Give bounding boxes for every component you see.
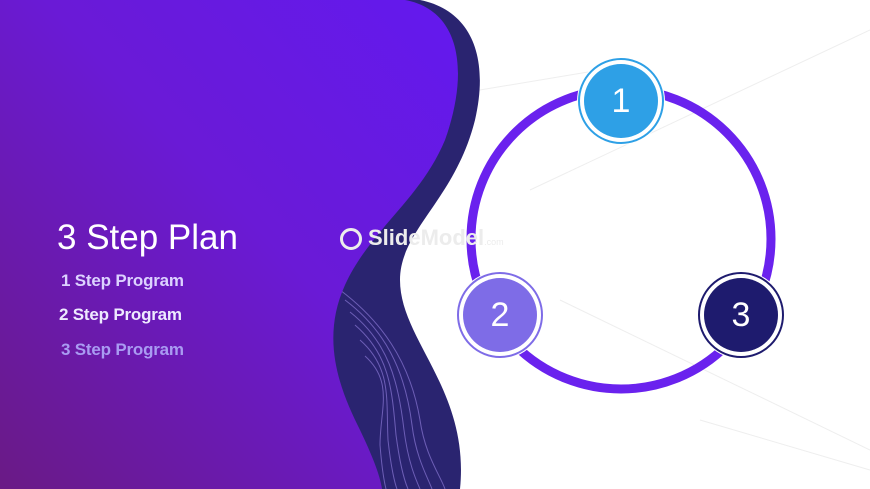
step-item-2: 2 Step Program xyxy=(59,305,182,324)
watermark: SlideModel.com xyxy=(340,225,504,251)
step-node-1 xyxy=(577,57,665,145)
step-node-2 xyxy=(456,271,544,359)
slide-title: 3 Step Plan xyxy=(57,218,238,257)
purple-panel xyxy=(0,0,458,489)
watermark-logo-icon xyxy=(340,228,362,251)
step-item-3: 3 Step Program xyxy=(61,340,184,359)
step-node-3 xyxy=(697,271,785,359)
step-item-1: 1 Step Program xyxy=(61,271,184,290)
watermark-brand: SlideModel xyxy=(368,225,485,250)
wave-texture xyxy=(339,289,446,489)
step-number-3: 3 xyxy=(731,296,751,334)
watermark-suffix: .com xyxy=(484,237,504,247)
step-number-1: 1 xyxy=(611,82,631,120)
step-number-2: 2 xyxy=(490,296,510,334)
